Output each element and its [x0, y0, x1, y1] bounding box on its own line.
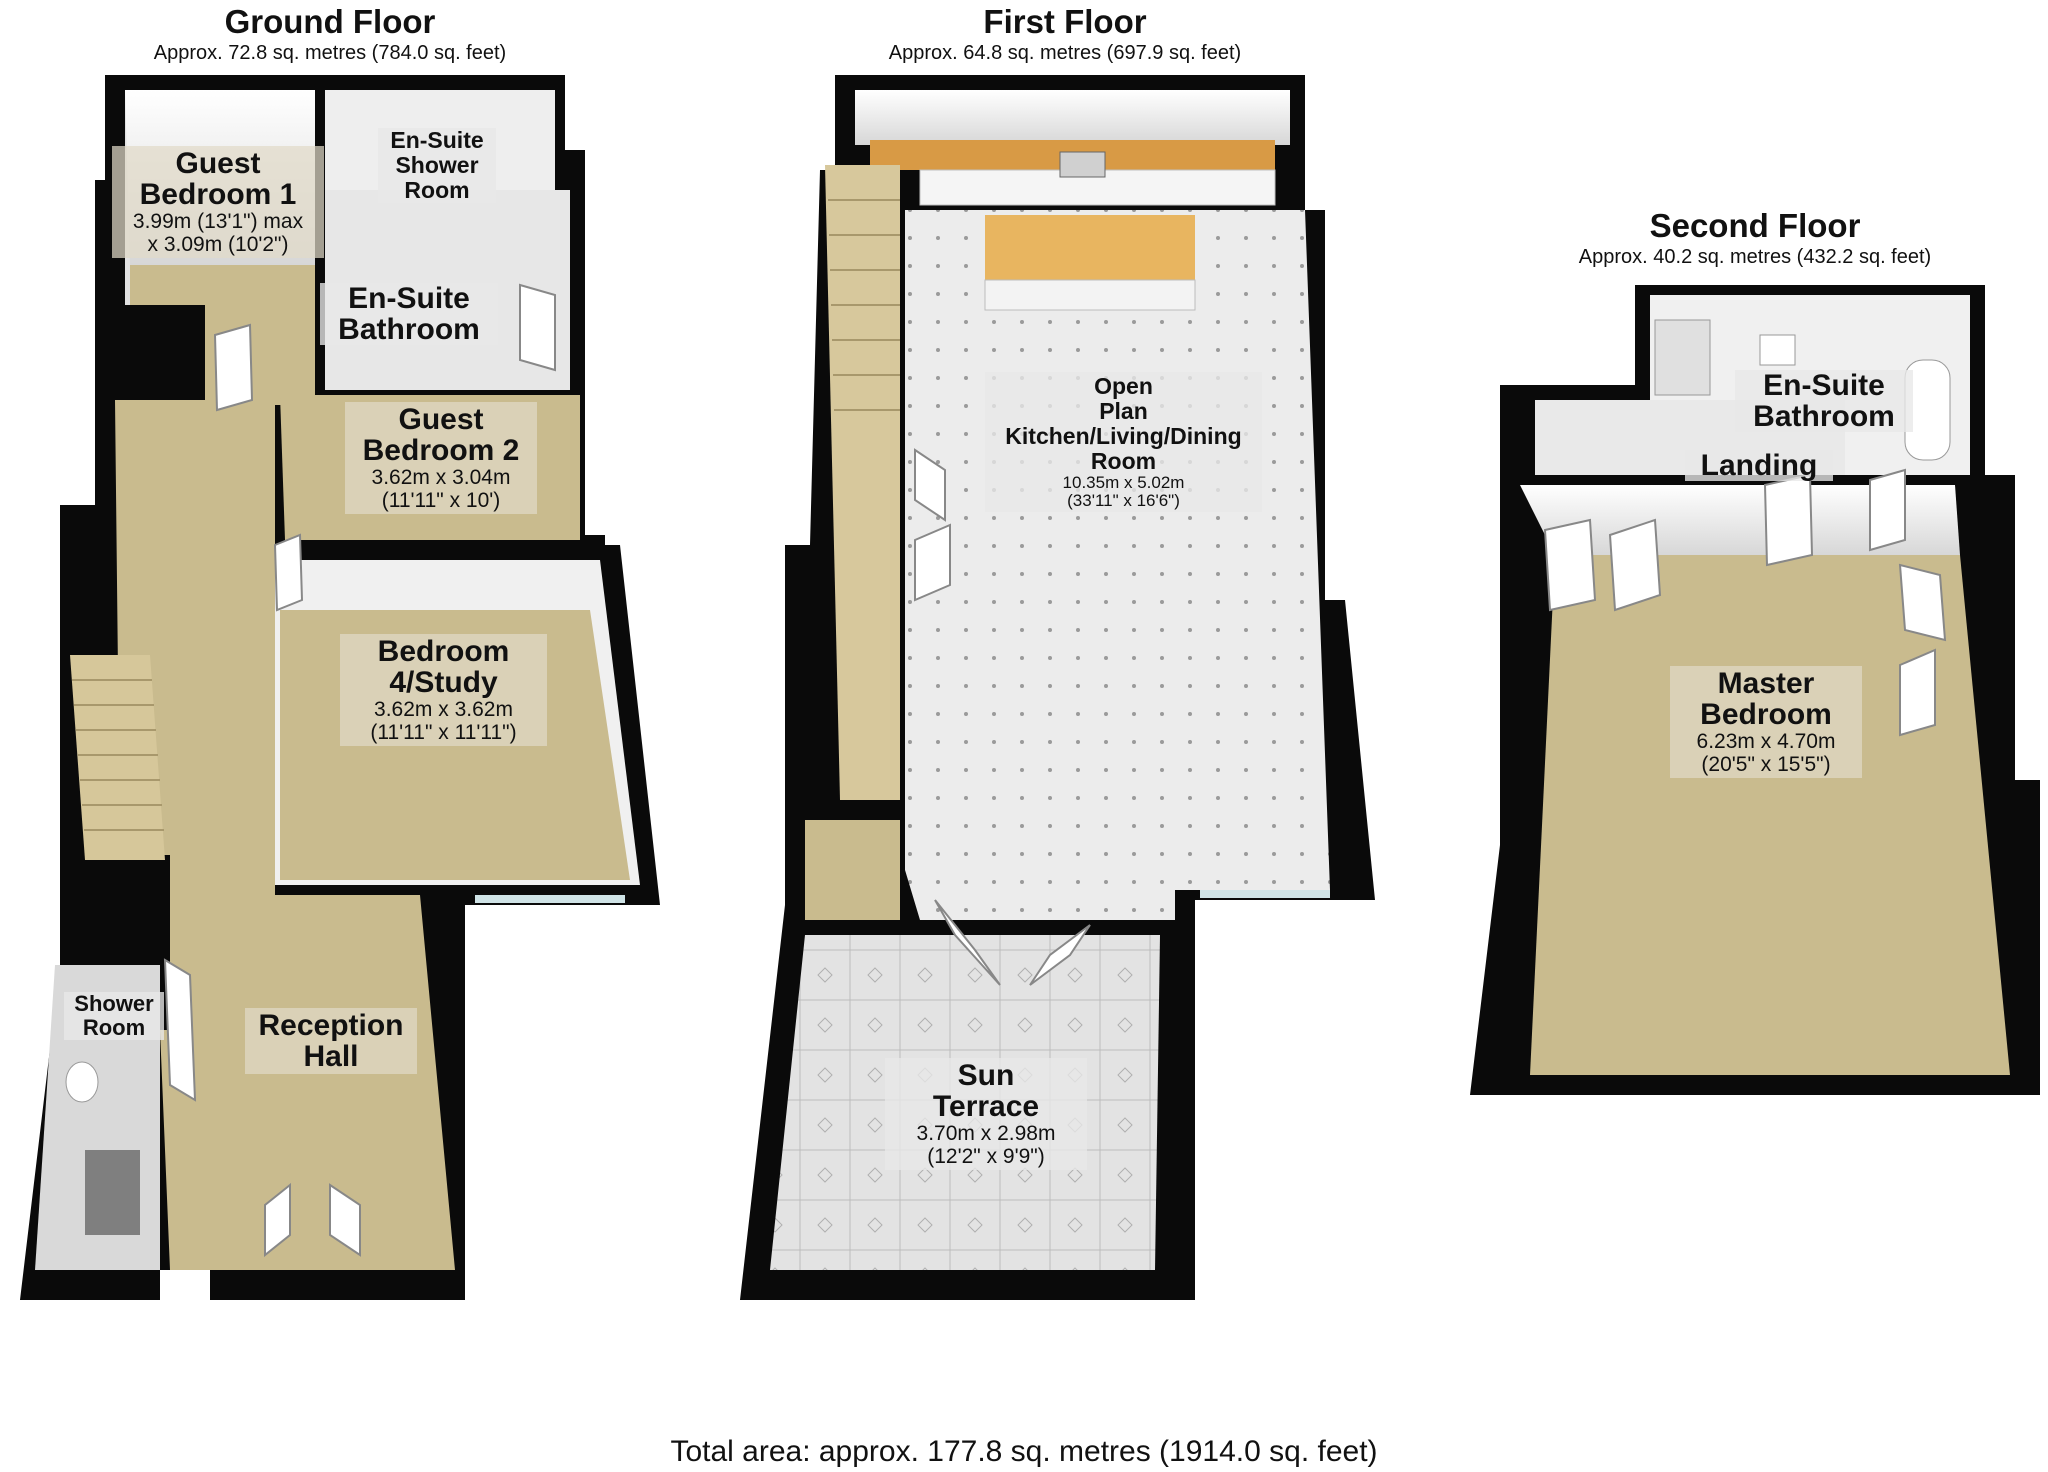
ground-floor-area: Approx. 72.8 sq. metres (784.0 sq. feet) [153, 42, 507, 64]
guest-bedroom-2-dim-1: 3.62m x 3.04m [371, 466, 511, 489]
ensuite-bathroom-second-label: En-Suite Bathroom [1735, 370, 1913, 432]
ensuite-bathroom-ground-name-1: En-Suite [348, 282, 470, 315]
guest-bedroom-2-name-1: Guest [398, 403, 484, 436]
ensuite-shower-room-name-1: En-Suite [390, 127, 484, 153]
ensuite-bathroom-second-name-2: Bathroom [1753, 400, 1895, 433]
open-plan-name-2: Plan [1099, 398, 1148, 424]
guest-bedroom-1-label: Guest Bedroom 1 3.99m (13'1") max x 3.09… [112, 146, 324, 258]
ensuite-shower-room-name-2: Shower [395, 152, 479, 178]
bedroom-4-study-dim-2: (11'11" x 11'11") [370, 721, 517, 744]
open-plan-dim-2: (33'11" x 16'6") [1067, 491, 1180, 510]
master-bedroom-floor [1530, 555, 2010, 1075]
master-bedroom-dim-2: (20'5" x 15'5") [1701, 753, 1831, 776]
guest-bedroom-1-dim-2: x 3.09m (10'2") [147, 233, 289, 256]
first-floor-plan [740, 75, 1375, 1300]
open-plan-name-4: Room [1090, 448, 1157, 474]
first-floor-title: First Floor [983, 3, 1147, 40]
open-plan-floor [905, 210, 1330, 920]
guest-bedroom-1-name-1: Guest [175, 147, 261, 180]
sun-terrace-label: Sun Terrace 3.70m x 2.98m (12'2" x 9'9") [885, 1058, 1087, 1170]
sun-terrace-dim-1: 3.70m x 2.98m [916, 1122, 1056, 1145]
ensuite-bathroom-second-name-1: En-Suite [1763, 369, 1885, 402]
ensuite-bathroom-ground-label: En-Suite Bathroom [320, 283, 498, 345]
bedroom-4-study-name-2: 4/Study [389, 666, 498, 699]
second-floor-area: Approx. 40.2 sq. metres (432.2 sq. feet) [1578, 246, 1932, 268]
first-floor-area: Approx. 64.8 sq. metres (697.9 sq. feet) [888, 42, 1242, 64]
sun-terrace-name-2: Terrace [932, 1090, 1040, 1123]
reception-hall-name-1: Reception [258, 1009, 404, 1042]
kitchen-island [985, 215, 1195, 280]
reception-hall-label: Reception Hall [245, 1008, 417, 1074]
bedroom-4-study-dim-1: 3.62m x 3.62m [374, 698, 513, 721]
guest-bedroom-2-label: Guest Bedroom 2 3.62m x 3.04m (11'11" x … [345, 402, 537, 514]
first-floor-staircase [825, 165, 900, 800]
bedroom-4-study-name-1: Bedroom [377, 635, 510, 668]
ensuite-shower-room-name-3: Room [404, 177, 470, 203]
ensuite-shower-room-label: En-Suite Shower Room [378, 128, 496, 203]
master-bedroom-name-1: Master [1717, 667, 1815, 700]
master-bedroom-label: Master Bedroom 6.23m x 4.70m (20'5" x 15… [1670, 666, 1862, 778]
ensuite-bathroom-ground-name-2: Bathroom [338, 313, 480, 346]
open-plan-name-1: Open [1094, 373, 1153, 399]
reception-hall-name-2: Hall [303, 1040, 359, 1073]
shower-room-label: Shower Room [64, 992, 164, 1040]
guest-bedroom-1-name-2: Bedroom 1 [139, 178, 297, 211]
shower-room-name-2: Room [82, 1015, 146, 1040]
ground-floor-staircase [70, 655, 165, 860]
landing-label: Landing [1685, 450, 1833, 481]
sun-terrace-name-1: Sun [957, 1059, 1015, 1092]
bedroom-4-study-label: Bedroom 4/Study 3.62m x 3.62m (11'11" x … [340, 634, 547, 746]
total-area: Total area: approx. 177.8 sq. metres (19… [670, 1435, 1378, 1468]
open-plan-label: Open Plan Kitchen/Living/Dining Room 10.… [985, 372, 1262, 512]
second-floor-title: Second Floor [1649, 207, 1861, 244]
guest-bedroom-2-name-2: Bedroom 2 [362, 434, 520, 467]
ground-floor-title: Ground Floor [224, 3, 436, 40]
guest-bedroom-1-dim-1: 3.99m (13'1") max [132, 210, 304, 233]
guest-bedroom-2-dim-2: (11'11" x 10') [381, 489, 501, 512]
shower-room-name-1: Shower [74, 991, 154, 1016]
master-bedroom-dim-1: 6.23m x 4.70m [1696, 730, 1836, 753]
sun-terrace-dim-2: (12'2" x 9'9") [927, 1145, 1045, 1168]
open-plan-dim-1: 10.35m x 5.02m [1062, 473, 1185, 492]
open-plan-name-3: Kitchen/Living/Dining [1005, 423, 1242, 449]
master-bedroom-name-2: Bedroom [1700, 698, 1832, 731]
landing-name: Landing [1700, 449, 1818, 482]
